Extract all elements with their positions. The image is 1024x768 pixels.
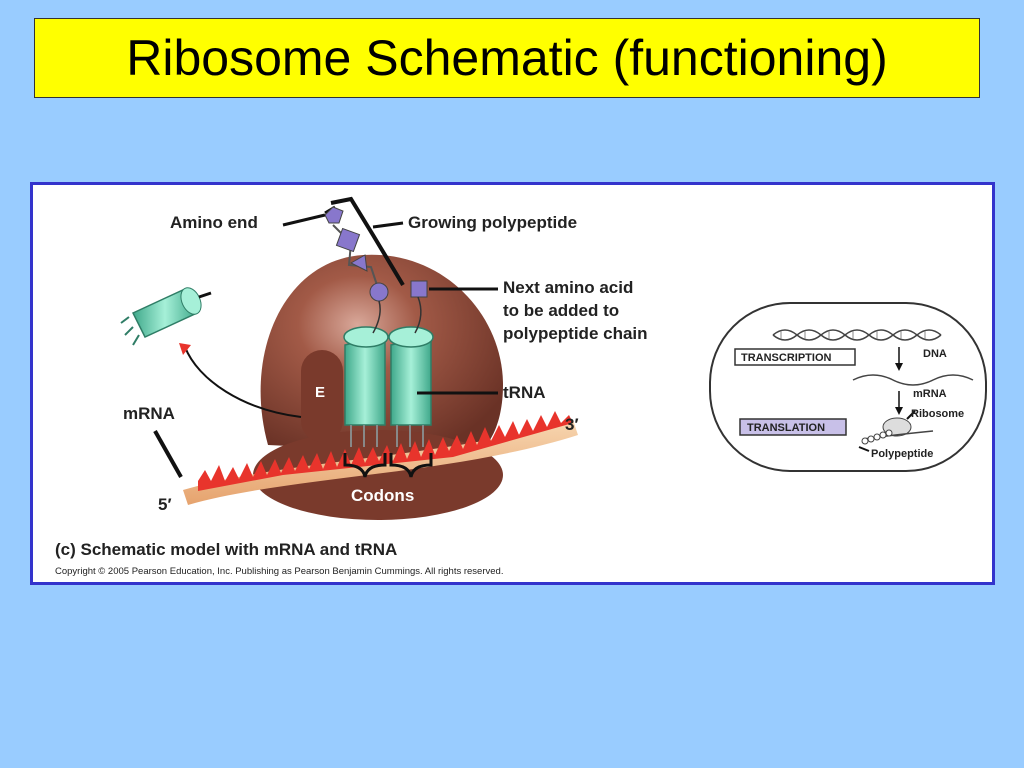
growing-polypeptide-label: Growing polypeptide [408,213,577,232]
exit-arrow [184,346,302,418]
amino-end-label: Amino end [170,213,258,232]
inset-transcription: TRANSCRIPTION [741,352,832,364]
copyright-text: Copyright © 2005 Pearson Education, Inc.… [55,566,503,577]
inset-translation: TRANSLATION [747,422,825,434]
codon-bracket-right [389,453,433,478]
e-site-label: E [315,384,325,401]
figure-panel: E Codons [30,182,995,585]
inset-dna: DNA [923,348,947,360]
inset-mrna: mRNA [913,388,947,400]
ribosome-diagram: E Codons [55,196,987,577]
inset-ribosome: Ribosome [911,408,964,420]
slide-title: Ribosome Schematic (functioning) [126,30,888,86]
next-amino-acid [410,280,428,334]
mrna-bases [198,411,573,491]
inset-polypeptide: Polypeptide [871,448,933,460]
exiting-trna [120,287,212,346]
codon-bracket-left [343,453,387,478]
codons-label: Codons [351,486,414,505]
five-prime-label: 5′ [158,495,172,514]
slide-title-box: Ribosome Schematic (functioning) [34,18,980,98]
figure-caption: (c) Schematic model with mRNA and tRNA [55,540,397,559]
e-site [301,350,343,442]
inset-overview: TRANSCRIPTION TRANSLATION DNA mRNA Ribos… [709,302,987,472]
trna-a-site [388,326,434,447]
trna-label: tRNA [503,383,546,402]
three-prime-label: 3′ [565,415,579,434]
next-amino-label-3: polypeptide chain [503,324,648,343]
mrna-label: mRNA [123,404,175,423]
polypeptide-chain [324,205,389,334]
next-amino-label-1: Next amino acid [503,278,633,297]
trna-p-site [343,326,389,447]
next-amino-label-2: to be added to [503,301,619,320]
